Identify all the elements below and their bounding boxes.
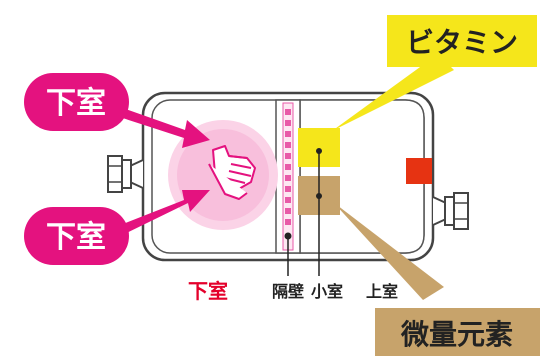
lower-callout-bottom [24,207,129,265]
upper-chamber-label: 上室 [366,282,398,301]
trace-element-pointer [333,202,444,300]
small-chamber-label: 小室 [311,282,343,301]
lower-callout-top [24,73,129,131]
vitamin-callout [387,15,537,67]
lower-callout-bottom-label: 下室 [46,220,106,255]
trace-element-callout [375,308,540,356]
lower-chamber-label: 下室 [188,279,228,303]
partition-label: 隔壁 [272,282,304,301]
left-port-icon [107,155,144,193]
partition-seal [275,99,301,254]
right-port-icon [432,192,469,230]
vitamin-pointer [332,54,454,131]
red-indicator [406,158,432,184]
lower-callout-top-label: 下室 [46,86,106,121]
hands-pressing-icon [208,145,256,200]
trace-element-callout-label: 微量元素 [400,318,513,351]
vitamin-callout-label: ビタミン [406,26,518,59]
